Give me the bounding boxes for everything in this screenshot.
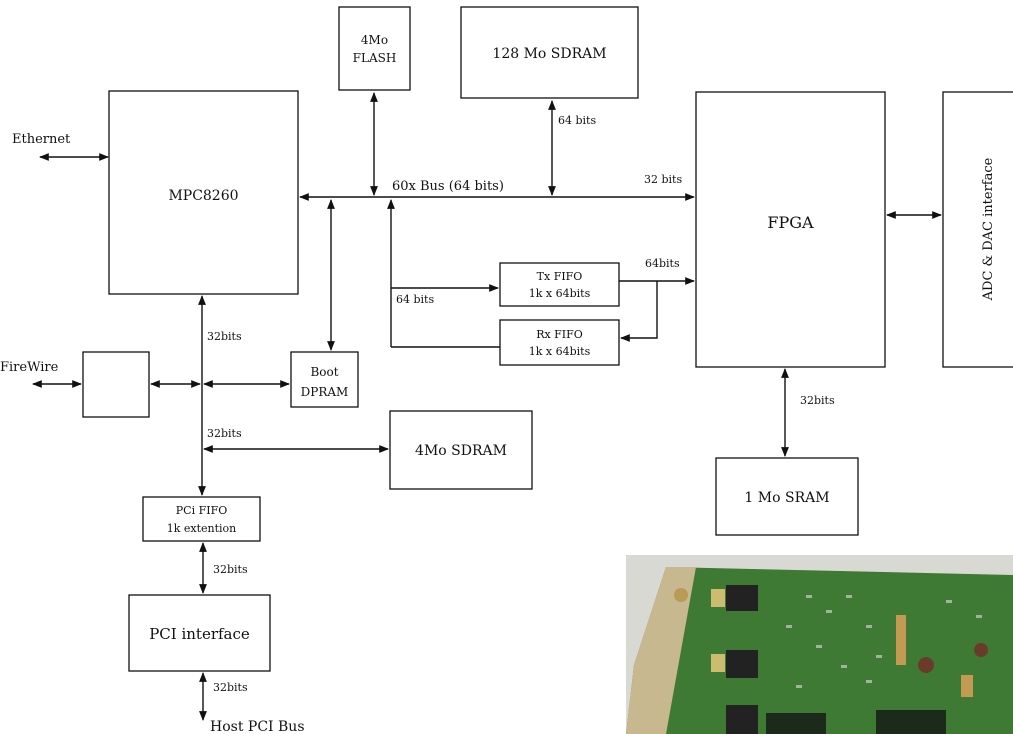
pci-32bits-label: 32bits xyxy=(213,563,248,576)
firewire-label: FireWire xyxy=(0,360,59,375)
pci-fifo-label-1: PCi FIFO xyxy=(176,504,227,517)
pci-32bits-mid-label: 32bits xyxy=(207,427,242,440)
rx-fifo-label-1: Rx FIFO xyxy=(536,328,583,341)
boot-dpram-label-1: Boot xyxy=(310,365,338,379)
rx-fifo-label-2: 1k x 64bits xyxy=(529,345,591,358)
sram1-label: 1 Mo SRAM xyxy=(744,490,829,506)
board-photo xyxy=(626,555,1013,734)
adc-dac-label: ADC & DAC interface xyxy=(981,157,996,301)
fifo-64bits-label: 64 bits xyxy=(396,293,434,306)
pci-fifo-label-2: 1k extention xyxy=(167,522,237,535)
flash-label-1: 4Mo xyxy=(361,33,388,47)
bus60x-label: 60x Bus (64 bits) xyxy=(392,179,504,194)
sdram128-64bits-label: 64 bits xyxy=(558,114,596,127)
pci-interface-label: PCI interface xyxy=(149,625,250,643)
sdram128-label: 128 Mo SDRAM xyxy=(492,46,606,62)
sram-32bits-label: 32bits xyxy=(800,394,835,407)
mpc8260-label: MPC8260 xyxy=(168,188,238,204)
flash-block xyxy=(339,7,410,90)
fpga-label: FPGA xyxy=(767,213,814,232)
bus-32bits-fpga-label: 32 bits xyxy=(644,173,682,186)
boot-dpram-label-2: DPRAM xyxy=(301,385,349,399)
mpc-32bits-label: 32bits xyxy=(207,330,242,343)
adc-dac-block xyxy=(943,92,1013,367)
host-pci-bus-label: Host PCI Bus xyxy=(210,719,305,734)
flash-label-2: FLASH xyxy=(353,51,397,65)
tx-fifo-label-1: Tx FIFO xyxy=(537,270,583,283)
fpga-64bits-label: 64bits xyxy=(645,257,680,270)
tx-fifo-label-2: 1k x 64bits xyxy=(529,287,591,300)
rx-fifo-block xyxy=(500,320,619,365)
firewire-block xyxy=(83,352,149,417)
sdram4-label: 4Mo SDRAM xyxy=(415,443,507,459)
pci-32bits-bottom-label: 32bits xyxy=(213,681,248,694)
fpga-rx-link xyxy=(621,281,657,338)
ethernet-label: Ethernet xyxy=(12,132,71,147)
